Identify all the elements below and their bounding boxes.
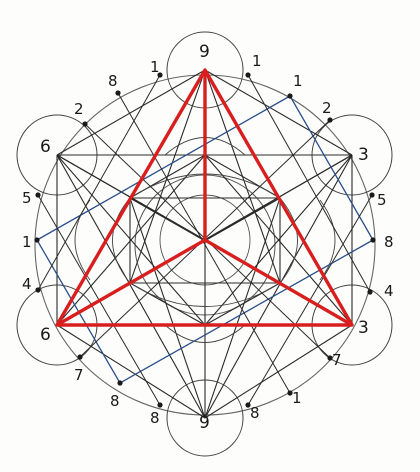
ring-label-left-2: 2: [74, 100, 84, 118]
ring-label-top-left-1: 1: [150, 58, 160, 76]
ring-label-left-1: 1: [22, 233, 32, 251]
ring-label-right-7: 7: [332, 351, 342, 369]
label-lower-left: 6: [40, 325, 51, 345]
red-tetrahedron: [55, 68, 354, 327]
ring-label-right-8: 8: [384, 233, 394, 251]
chord-lines: [37, 74, 373, 406]
ring-label-right-4: 4: [384, 282, 394, 300]
ring-dots: [34, 72, 376, 408]
ring-label-left-4: 4: [22, 275, 32, 293]
label-bottom: 9: [199, 413, 210, 433]
ring-label-top-right-1b: 1: [293, 72, 303, 90]
node-labels: 9 6 3 6 3 9 1 1 8 1 2 2 5 5 1 8 4 4 7 7 …: [22, 42, 394, 433]
label-top: 9: [199, 42, 210, 62]
label-upper-right: 3: [358, 145, 369, 165]
ring-label-left-5: 5: [22, 189, 32, 207]
ring-label-bottom-8a: 8: [150, 409, 160, 427]
ring-label-top-left-8: 8: [108, 72, 118, 90]
label-lower-right: 3: [358, 318, 369, 338]
ring-label-bottom-left-8: 8: [110, 392, 120, 410]
ring-label-bottom-8b: 8: [250, 404, 260, 422]
ring-label-left-7: 7: [74, 366, 84, 384]
label-upper-left: 6: [40, 137, 51, 157]
ring-label-right-2: 2: [322, 99, 332, 117]
ring-label-right-5: 5: [377, 191, 387, 209]
ring-label-top-right-1: 1: [252, 52, 262, 70]
ring-label-bottom-right-1: 1: [292, 389, 302, 407]
